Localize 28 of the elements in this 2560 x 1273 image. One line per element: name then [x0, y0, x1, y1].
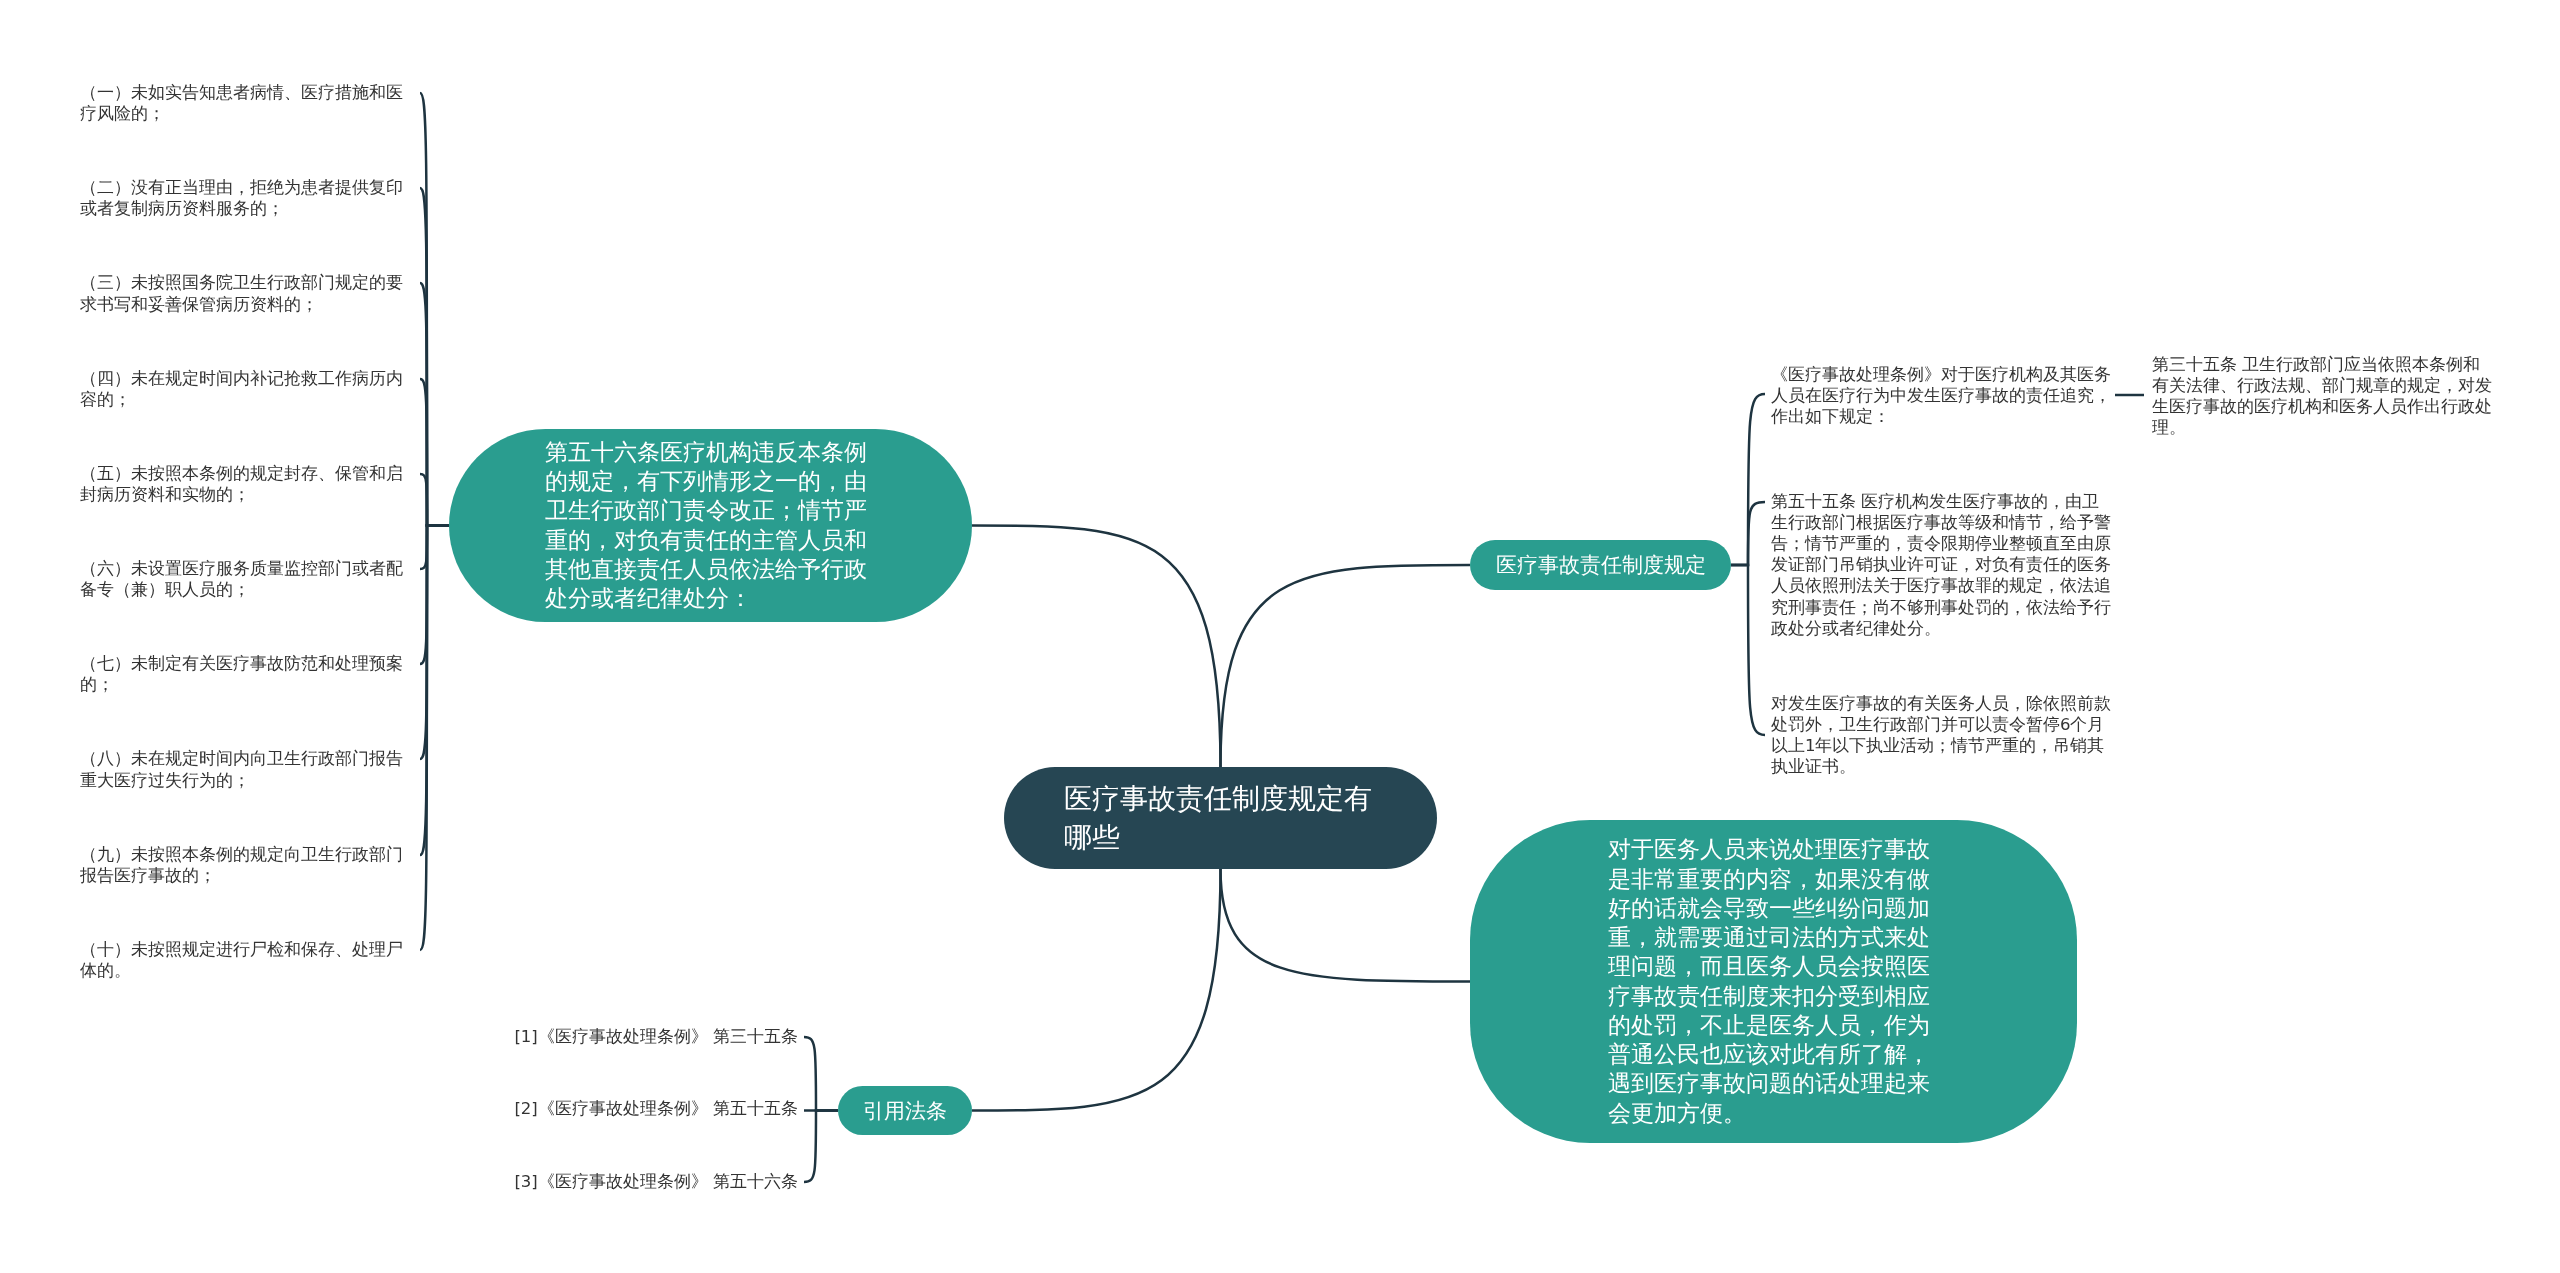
leaf-text: （八）未在规定时间内向卫生行政部门报告重大医疗过失行为的；	[80, 748, 414, 791]
connector	[418, 524, 449, 951]
topic-bubble: 第五十六条医疗机构违反本条例的规定，有下列情形之一的，由卫生行政部门责令改正；情节严重的，对负有责任的主管人员和其他直接责任人员依法给予行政处分或者纪律处分：	[449, 429, 972, 622]
leaf-text: （五）未按照本条例的规定封存、保管和启封病历资料和实物的；	[80, 462, 414, 505]
central-topic: 医疗事故责任制度规定有哪些	[1004, 767, 1437, 869]
leaf-text: （六）未设置医疗服务质量监控部门或者配备专（兼）职人员的；	[80, 558, 414, 601]
leaf-text: （三）未按照国务院卫生行政部门规定的要求书写和妥善保管病历资料的；	[80, 272, 414, 315]
leaf-text: 对发生医疗事故的有关医务人员，除依照前款处罚外，卫生行政部门并可以责令暂停6个月以上1年以下执业活动；情节严重的，吊销其执业证书。	[1771, 693, 2111, 778]
connector	[1219, 563, 1470, 768]
leaf-text: 《医疗事故处理条例》对于医疗机构及其医务人员在医疗行为中发生医疗事故的责任追究，作出如下规定：	[1771, 364, 2111, 428]
subtopic-box: 医疗事故责任制度规定	[1470, 540, 1731, 590]
leaf-text: （十）未按照规定进行尸检和保存、处理尸体的。	[80, 938, 414, 981]
connector	[972, 868, 1222, 1112]
leaf-text: 第五十五条 医疗机构发生医疗事故的，由卫生行政部门根据医疗事故等级和情节，给予警告；情节严重的，责令限期停业整顿直至由原发证部门吊销执业许可证，对负有责任的医务人员依照刑法关于医疗事故罪的规定，依法追究刑事责任；尚不够刑事处罚的，依法给予行政处分或者纪律处分。	[1771, 491, 2111, 639]
leaf-text: （四）未在规定时间内补记抢救工作病历内容的；	[80, 367, 414, 410]
leaf-text: （二）没有正当理由，拒绝为患者提供复印或者复制病历资料服务的；	[80, 177, 414, 220]
leaf-text: （七）未制定有关医疗事故防范和处理预案的；	[80, 653, 414, 696]
leaf-text: （一）未如实告知患者病情、医疗措施和医疗风险的；	[80, 82, 414, 125]
reference-text: [1]《医疗事故处理条例》 第三十五条	[500, 1026, 798, 1048]
topic-bubble: 对于医务人员来说处理医疗事故是非常重要的内容，如果没有做好的话就会导致一些纠纷问题加重，就需要通过司法的方式来处理问题，而且医务人员会按照医疗事故责任制度来扣分受到相应的处罚，不止是医务人员，作为普通公民也应该对此有所了解，遇到医疗事故问题的话处理起来会更加方便。	[1470, 820, 2077, 1143]
connector	[803, 1109, 838, 1184]
reference-text: [3]《医疗事故处理条例》 第五十六条	[500, 1171, 798, 1193]
leaf-text: 第三十五条 卫生行政部门应当依照本条例和有关法律、行政法规、部门规章的规定，对发生医疗事故的医疗机构和医务人员作出行政处理。	[2152, 354, 2497, 439]
reference-text: [2]《医疗事故处理条例》 第五十五条	[500, 1098, 798, 1120]
connector	[2115, 393, 2144, 397]
leaf-text: （九）未按照本条例的规定向卫生行政部门报告医疗事故的；	[80, 843, 414, 886]
connector	[1731, 563, 1766, 737]
subtopic-box: 引用法条	[838, 1086, 972, 1135]
